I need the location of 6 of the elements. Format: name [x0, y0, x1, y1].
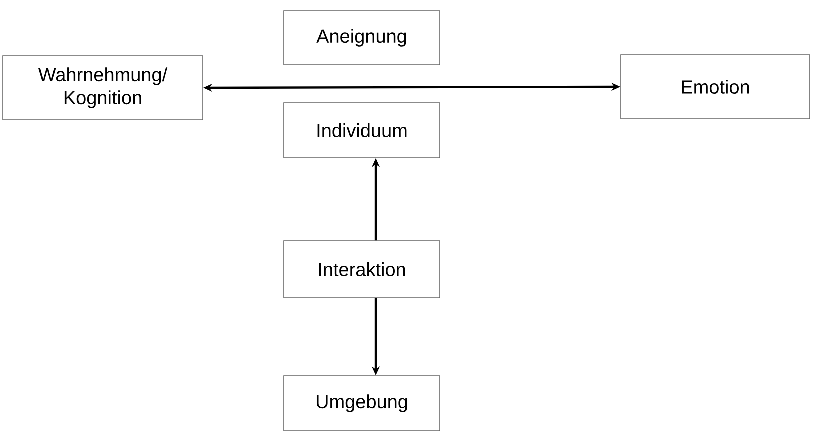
text-box: Individuum: [284, 102, 440, 158]
text-box: Aneignung: [284, 10, 440, 66]
text-box: Umgebung: [284, 376, 440, 432]
text-box: Interaktion: [284, 240, 440, 298]
text-box: Emotion: [620, 54, 810, 120]
text-box: Wahrnehmung/ Kognition: [2, 56, 204, 120]
